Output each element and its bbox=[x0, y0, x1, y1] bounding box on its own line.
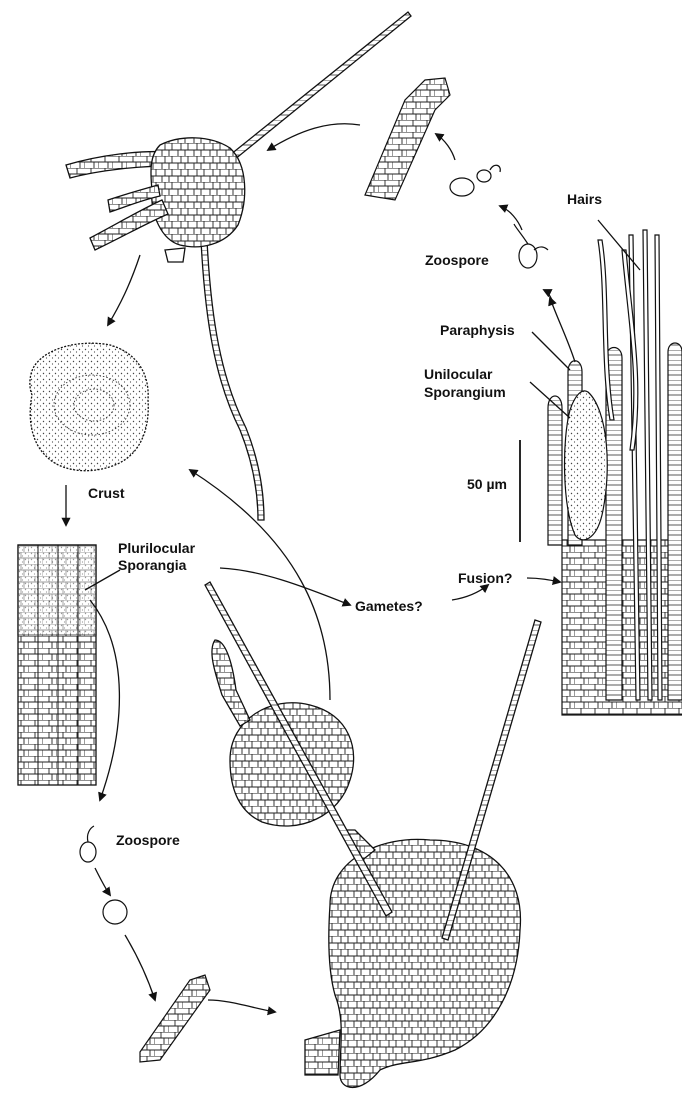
zoospore-development-top bbox=[365, 78, 548, 268]
paraphysis-label: Paraphysis bbox=[440, 322, 515, 338]
zoospore-bottom-label: Zoospore bbox=[116, 832, 180, 848]
fusion-label: Fusion? bbox=[458, 570, 512, 586]
zoospore-development-bottom bbox=[80, 826, 210, 1062]
unilocular-label-line1: Unilocular bbox=[424, 366, 492, 382]
crust-label: Crust bbox=[88, 485, 125, 501]
unilocular-tissue bbox=[548, 230, 682, 715]
plurilocular-label-line1: Plurilocular bbox=[118, 540, 195, 556]
plurilocular-tissue bbox=[18, 545, 96, 785]
thallus-bottom bbox=[205, 582, 541, 1088]
hairs-label: Hairs bbox=[567, 191, 602, 207]
plurilocular-label-line2: Sporangia bbox=[118, 557, 186, 573]
zoospore-top-label: Zoospore bbox=[425, 252, 489, 268]
gametes-label: Gametes? bbox=[355, 598, 423, 614]
scale-label: 50 µm bbox=[467, 476, 507, 492]
unilocular-label-line2: Sporangium bbox=[424, 384, 506, 400]
crust bbox=[30, 343, 148, 471]
